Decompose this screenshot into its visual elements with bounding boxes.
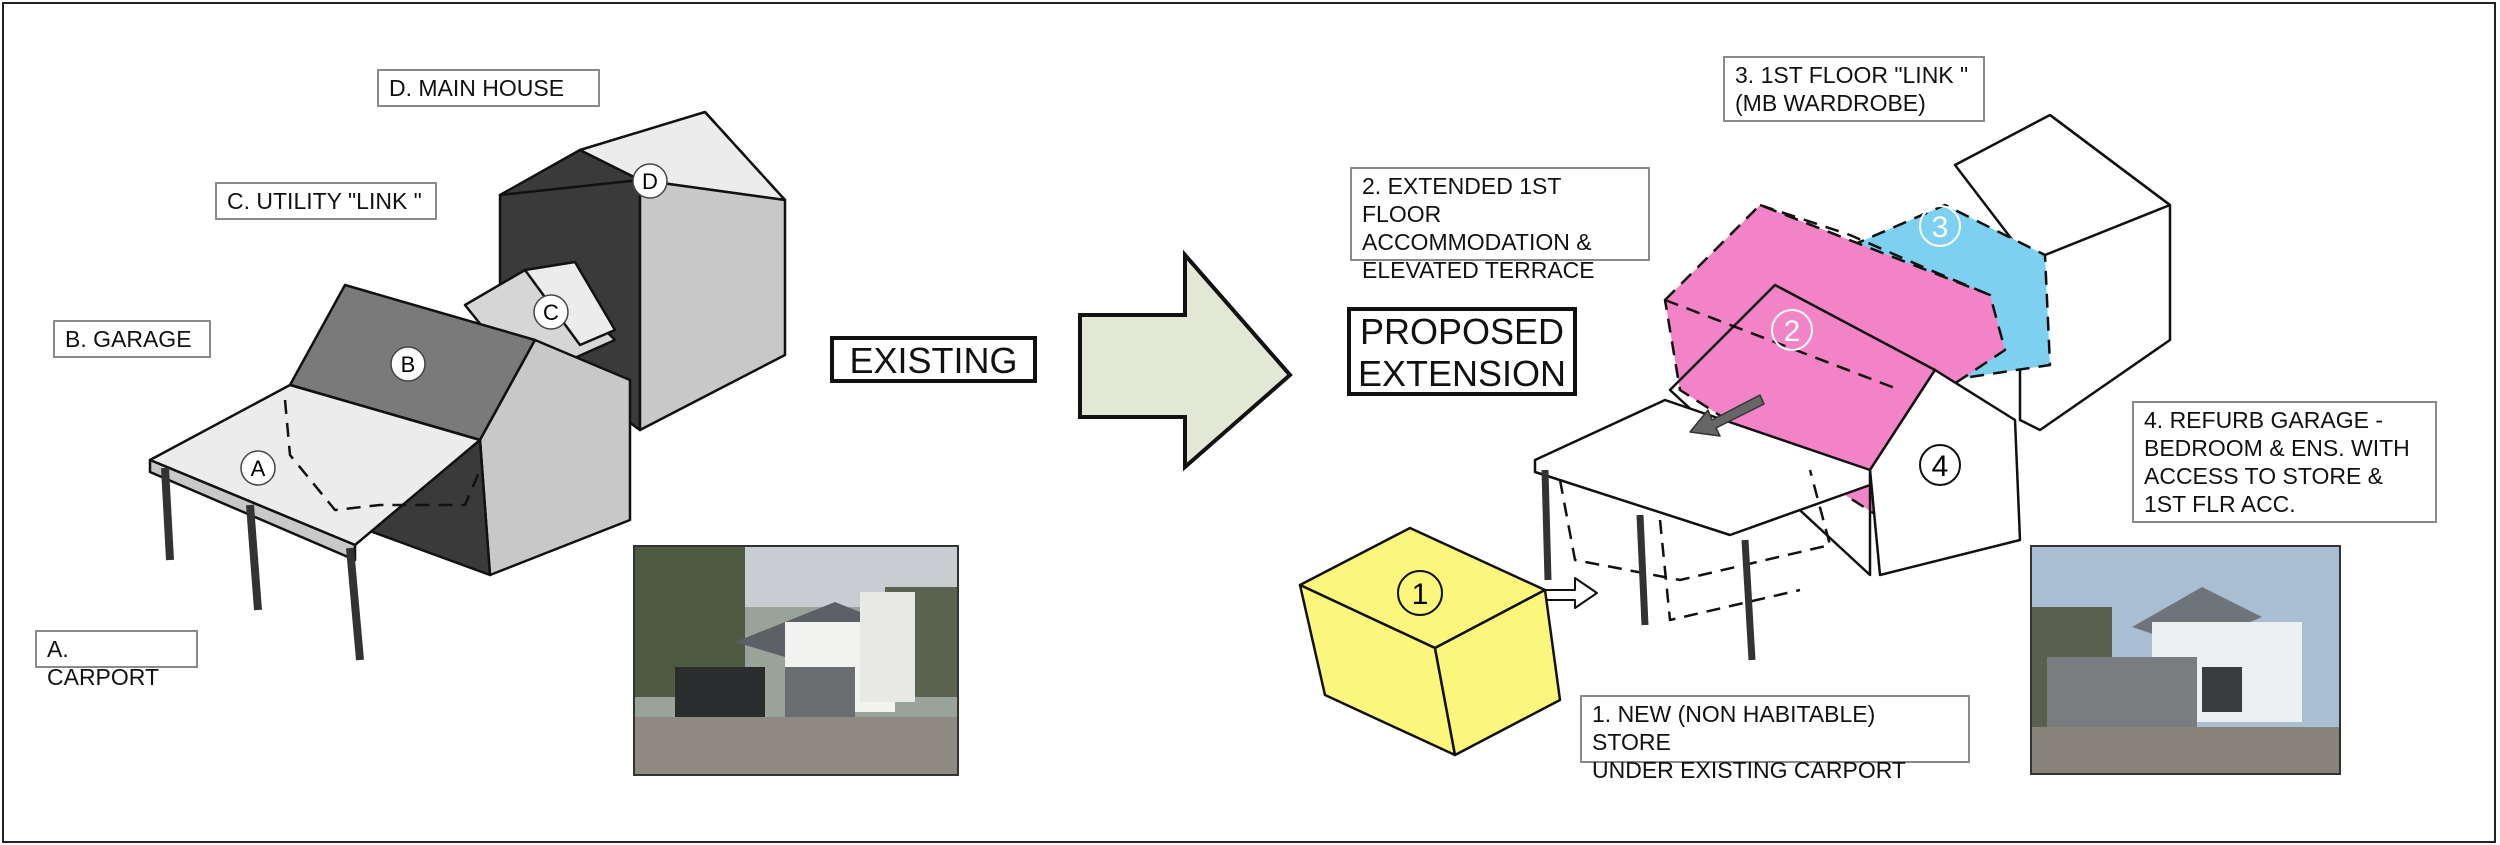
marker-3-text: 3 — [1932, 211, 1949, 244]
label-refurb-garage: 4. REFURB GARAGE - BEDROOM & ENS. WITH A… — [2132, 401, 2437, 523]
label-utility-link: C. UTILITY "LINK " — [215, 182, 437, 220]
existing-photo — [633, 545, 959, 776]
store-arrow-icon — [1545, 578, 1597, 608]
existing-title: EXISTING — [830, 336, 1037, 383]
label-first-floor-link: 3. 1ST FLOOR "LINK " (MB WARDROBE) — [1723, 56, 1985, 122]
marker-c-text: C — [543, 300, 559, 325]
proposed-photo — [2030, 545, 2341, 775]
marker-b-text: B — [401, 352, 416, 377]
new-store-block — [1300, 528, 1560, 755]
marker-4-text: 4 — [1932, 450, 1949, 483]
label-main-house: D. MAIN HOUSE — [377, 69, 600, 107]
marker-1-text: 1 — [1412, 578, 1429, 611]
proposed-title: PROPOSED EXTENSION — [1347, 307, 1577, 396]
label-extended-first-floor: 2. EXTENDED 1ST FLOOR ACCOMMODATION & EL… — [1350, 167, 1650, 261]
marker-a-text: A — [251, 456, 266, 481]
label-carport: A. CARPORT — [35, 630, 198, 668]
marker-2-text: 2 — [1784, 315, 1801, 348]
right-arrow-icon — [1080, 255, 1290, 467]
label-new-store: 1. NEW (NON HABITABLE) STORE UNDER EXIST… — [1580, 695, 1970, 763]
label-garage: B. GARAGE — [53, 320, 211, 358]
marker-d-text: D — [642, 169, 658, 194]
